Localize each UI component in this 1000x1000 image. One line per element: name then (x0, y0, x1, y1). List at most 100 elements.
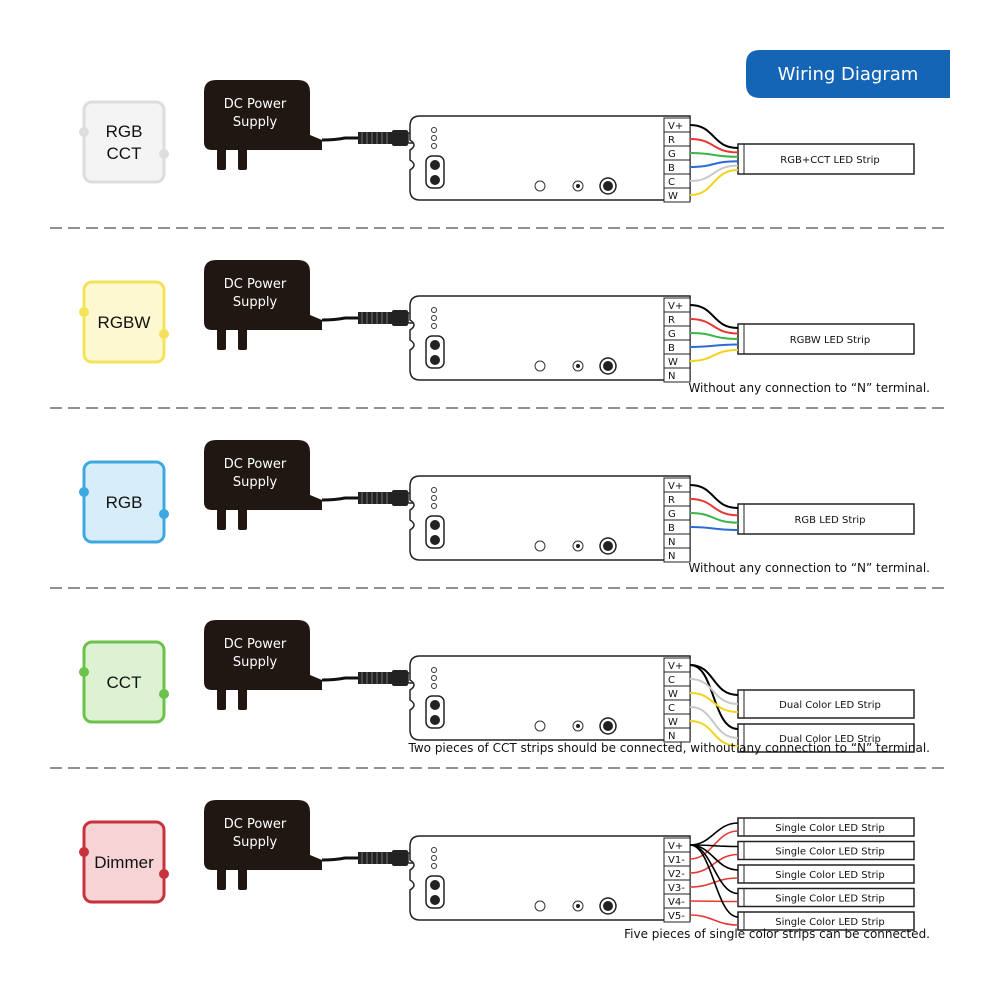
antenna-icon-center (603, 721, 613, 731)
input-screw-icon (430, 340, 440, 350)
button-icon-center (576, 184, 580, 188)
input-screw-icon (430, 160, 440, 170)
header-banner-background (746, 50, 950, 98)
wire (689, 304, 739, 329)
indicator-led (534, 540, 546, 552)
wire (689, 900, 739, 903)
section-note: Two pieces of CCT strips should be conne… (408, 741, 931, 755)
power-supply-body (204, 80, 322, 150)
polarity-icon (431, 667, 437, 673)
mode-label: CCT (107, 673, 142, 692)
polarity-icon (431, 315, 437, 321)
led-strip-label: RGB+CCT LED Strip (780, 155, 879, 166)
terminal-label: V+ (668, 121, 683, 132)
wire (689, 512, 739, 524)
power-supply-label: Supply (233, 115, 278, 130)
wire (689, 678, 739, 705)
mode-box-dot-left (79, 127, 89, 137)
input-screw-icon (430, 715, 440, 725)
wire (689, 484, 739, 509)
led-strip (737, 323, 915, 355)
dc-plug-head (392, 670, 408, 686)
mode-box (82, 100, 166, 184)
terminal-label: R (668, 495, 675, 506)
button-icon-center (576, 544, 580, 548)
polarity-icon (431, 135, 437, 141)
input-screw-icon (430, 535, 440, 545)
header-banner: Wiring Diagram (746, 50, 950, 98)
mode-label: RGBW (98, 313, 151, 332)
terminal-label: C (668, 177, 675, 188)
led-strip (737, 817, 915, 837)
terminal-label: V+ (668, 481, 683, 492)
mode-label: Dimmer (94, 853, 154, 872)
wire (689, 720, 739, 747)
mode-box-dot-left (79, 307, 89, 317)
antenna-icon-center (603, 181, 613, 191)
led-strip (737, 911, 915, 931)
wire (689, 332, 739, 340)
terminal-label: N (668, 371, 675, 382)
dc-plug-head (392, 490, 408, 506)
wire (689, 138, 739, 154)
controller-body (409, 655, 691, 741)
wire (689, 152, 739, 158)
led-strip-label: Single Color LED Strip (775, 847, 884, 858)
antenna-icon-center (603, 361, 613, 371)
indicator-led (534, 900, 546, 912)
mode-box-dot-right (159, 869, 169, 879)
led-strip-label: Dual Color LED Strip (779, 734, 881, 745)
terminal-label: W (668, 689, 678, 700)
power-supply-label: Supply (233, 655, 278, 670)
terminal-label: G (668, 509, 676, 520)
controller-body (409, 295, 691, 381)
led-strip (737, 840, 915, 861)
section-note: Without any connection to “N” terminal. (688, 561, 930, 575)
indicator-led (534, 360, 546, 372)
mode-box (82, 640, 166, 724)
wire (689, 853, 739, 874)
led-strip-label: RGB LED Strip (794, 515, 865, 526)
terminal-slot (663, 367, 691, 383)
terminal-label: V2- (668, 869, 685, 880)
mode-box-dot-right (159, 689, 169, 699)
power-supply-label: DC Power (224, 97, 287, 112)
mode-box-dot-left (79, 487, 89, 497)
power-cable (321, 676, 360, 682)
wire (689, 844, 739, 918)
terminal-label: W (668, 357, 678, 368)
power-supply-label: DC Power (224, 817, 287, 832)
power-supply-body (204, 440, 322, 510)
power-supply-body (204, 620, 322, 690)
power-supply-label: DC Power (224, 277, 287, 292)
antenna-icon-center (603, 541, 613, 551)
terminal-label: W (668, 191, 678, 202)
mode-label: RGB (106, 493, 143, 512)
input-screw-icon (430, 355, 440, 365)
power-supply-prong-left (217, 328, 226, 350)
power-supply-label: Supply (233, 295, 278, 310)
polarity-icon (431, 323, 437, 329)
led-strip-label: Single Color LED Strip (775, 917, 884, 928)
mode-box (82, 460, 166, 544)
polarity-icon (431, 683, 437, 689)
wire (689, 526, 739, 531)
terminal-label: B (668, 523, 675, 534)
power-cable (321, 496, 360, 502)
wire (689, 318, 739, 335)
polarity-icon (431, 847, 437, 853)
mode-box-dot-right (159, 329, 169, 339)
terminal-label: C (668, 703, 675, 714)
led-strip (737, 723, 915, 753)
terminal-label: C (668, 675, 675, 686)
terminal-label: V5- (668, 911, 685, 922)
led-strip (737, 143, 915, 175)
terminal-label: B (668, 163, 675, 174)
button-icon-center (576, 724, 580, 728)
power-cable (321, 136, 360, 142)
terminal-label: V+ (668, 301, 683, 312)
